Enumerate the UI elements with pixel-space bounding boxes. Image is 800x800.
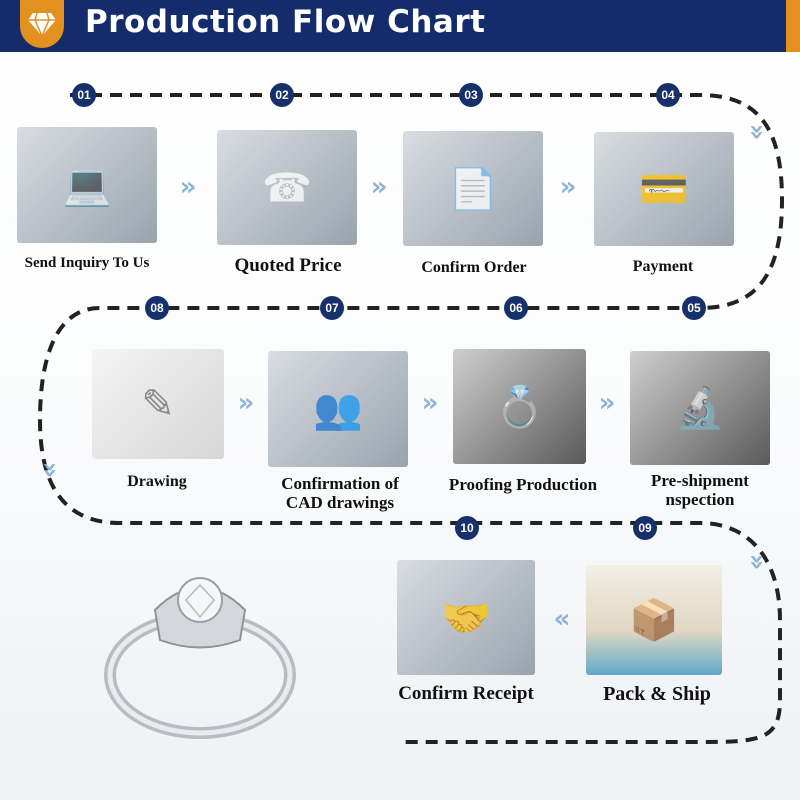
payment-photo: 💳 (594, 132, 734, 246)
step-label-03: Confirm Order (421, 259, 527, 276)
step-label-05-line2: nspection (665, 489, 735, 509)
chevron-left-icon: » (553, 605, 571, 635)
microscope-icon: 🔬 (675, 385, 725, 431)
step-badge-04: 04 (656, 83, 680, 107)
ring-icon: 💍 (494, 384, 545, 429)
step-badge-09: 09 (633, 516, 657, 540)
step-label-10: Confirm Receipt (398, 683, 534, 704)
page-title: Production Flow Chart (85, 4, 486, 40)
phone-icon: ☎ (262, 165, 312, 210)
handshake-icon: 🤝 (441, 595, 491, 640)
step-badge-01: 01 (72, 83, 96, 107)
header-accent (786, 0, 800, 52)
step-label-04: Payment (632, 258, 694, 275)
step-badge-05: 05 (682, 296, 706, 320)
inspection-photo: 🔬 (630, 351, 770, 465)
step-label-07-line2: CAD drawings (285, 492, 395, 512)
step-label-06: Proofing Production (448, 475, 598, 494)
inquiry-photo: 💻 (17, 127, 157, 243)
chevron-right-icon: » (598, 388, 616, 418)
chevron-down-icon: » (742, 553, 772, 571)
chevron-right-icon: » (370, 172, 388, 202)
step-badge-06: 06 (504, 296, 528, 320)
step-label-09: Pack & Ship (603, 683, 711, 705)
proofing-photo: 💍 (453, 349, 586, 464)
step-label-08: Drawing (127, 473, 187, 490)
chevron-right-icon: » (559, 172, 577, 202)
pencil-icon: ✎ (141, 381, 175, 427)
handshake-photo: 🤝 (397, 560, 535, 675)
package-icon: 📦 (629, 597, 679, 643)
chevron-right-icon: » (421, 388, 439, 418)
pack-ship-photo: 📦 (586, 565, 722, 675)
step-label-07-line1: Confirmation of (281, 474, 399, 493)
ring-illustration (104, 577, 296, 739)
step-badge-02: 02 (270, 83, 294, 107)
laptop-icon: 💻 (62, 162, 112, 208)
step-badge-03: 03 (459, 83, 483, 107)
chevron-right-icon: » (179, 172, 197, 202)
credit-card-icon: 💳 (639, 166, 689, 212)
step-label-05-line1: Pre-shipment (651, 471, 749, 490)
quoted-price-photo: ☎ (217, 130, 357, 245)
meeting-icon: 👥 (313, 386, 363, 432)
cad-photo: 👥 (268, 351, 408, 467)
confirm-order-photo: 📄 (403, 131, 543, 246)
step-badge-10: 10 (455, 516, 479, 540)
header-bar: Production Flow Chart (0, 0, 786, 52)
chevron-down-icon: » (742, 123, 772, 141)
document-icon: 📄 (448, 166, 498, 211)
step-label-02: Quoted Price (234, 255, 342, 276)
step-label-01: Send Inquiry To Us (24, 255, 150, 271)
chevron-down-icon: » (35, 461, 65, 479)
step-badge-07: 07 (320, 296, 344, 320)
drawing-photo: ✎ (92, 349, 224, 459)
diamond-icon (20, 0, 64, 48)
chevron-right-icon: » (237, 388, 255, 418)
step-badge-08: 08 (145, 296, 169, 320)
